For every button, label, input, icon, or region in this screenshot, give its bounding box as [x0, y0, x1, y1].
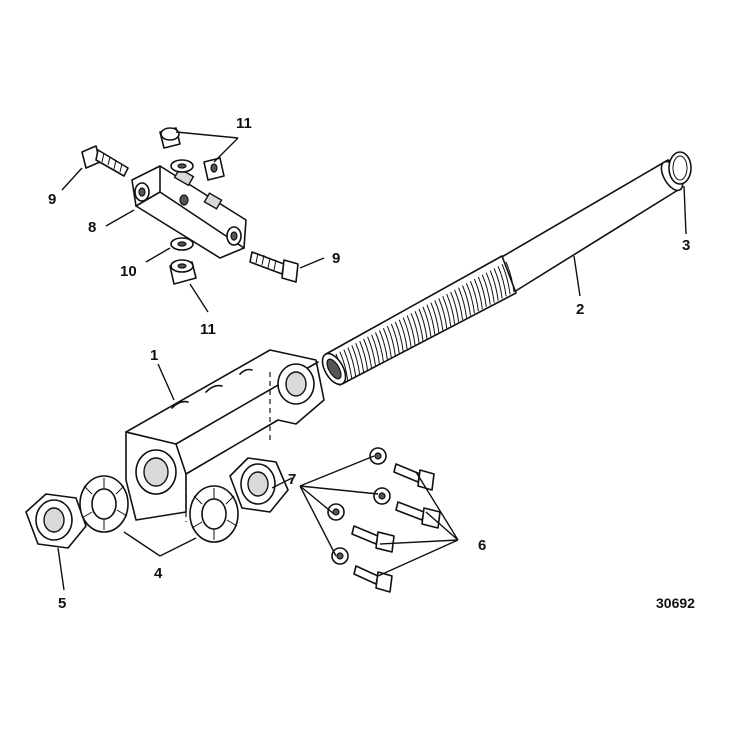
- callout-11-upper: 11: [236, 115, 252, 132]
- star-washer-1: [369, 447, 387, 465]
- hex-bolt-4: [353, 565, 393, 593]
- hex-nut-5: [25, 493, 87, 549]
- hex-nut-7: [229, 457, 289, 513]
- snap-ring: [668, 151, 692, 185]
- callout-5: 5: [58, 595, 66, 612]
- callout-10: 10: [120, 263, 137, 280]
- callout-3: 3: [682, 237, 690, 254]
- lock-washer-1: [79, 475, 129, 533]
- hex-bolt-2: [395, 501, 441, 529]
- callout-1: 1: [150, 347, 158, 364]
- star-washer-3: [327, 503, 345, 521]
- star-washer-4: [331, 547, 349, 565]
- hex-bolt-3: [351, 525, 395, 553]
- tube-threads: [331, 261, 515, 387]
- lock-nut-lower: [169, 259, 197, 285]
- bolt-lower: [249, 251, 299, 283]
- callout-2: 2: [576, 301, 584, 318]
- callout-7: 7: [288, 471, 296, 488]
- callout-labels: 1 2 3 4 5 6 7 8 9 9 10 11 11 30692: [48, 115, 695, 612]
- washer-10: [170, 237, 194, 251]
- leader-lines: [57, 131, 687, 591]
- reference-number: 30692: [656, 595, 695, 611]
- hex-bolt-1: [393, 463, 435, 491]
- washer-upper: [170, 159, 194, 173]
- callout-9-lower: 9: [332, 250, 340, 267]
- star-washer-2: [373, 487, 391, 505]
- bolt-set-6: [327, 447, 441, 593]
- lock-nut-upper-1: [159, 127, 181, 149]
- anchor-block: [131, 165, 247, 259]
- callout-8: 8: [88, 219, 96, 236]
- callout-9-upper: 9: [48, 191, 56, 208]
- threaded-tube: [321, 159, 684, 387]
- callout-11-lower: 11: [200, 321, 216, 338]
- bolt-upper: [81, 145, 129, 177]
- callout-6: 6: [478, 537, 486, 554]
- lock-nut-upper-2: [203, 157, 225, 181]
- lock-washer-2: [189, 485, 239, 543]
- mounting-bracket: [125, 349, 325, 522]
- callout-4: 4: [154, 565, 163, 582]
